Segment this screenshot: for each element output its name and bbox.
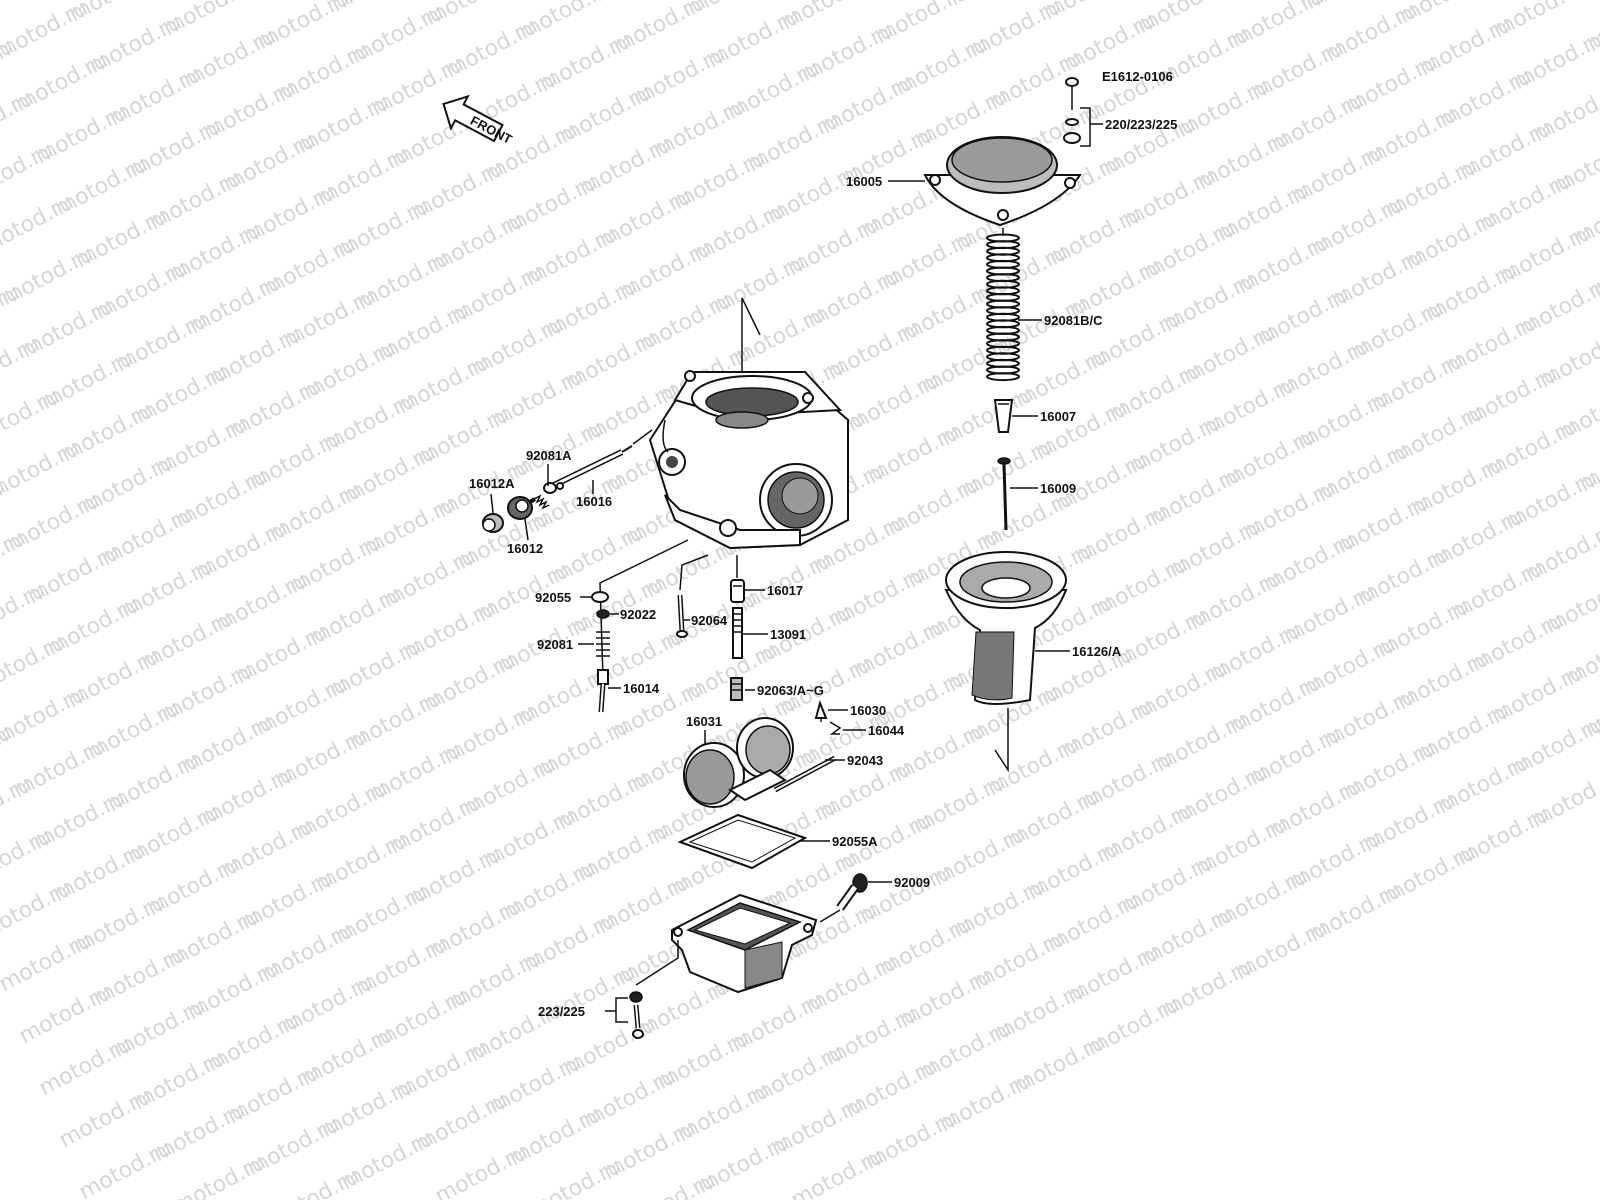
label-92055: 92055 bbox=[535, 590, 571, 605]
label-16009: 16009 bbox=[1040, 481, 1076, 496]
watermark-text: motod.ru bbox=[1555, 376, 1600, 445]
jet-icon bbox=[730, 579, 745, 603]
leader-220-223-225 bbox=[1080, 107, 1103, 147]
label-16030: 16030 bbox=[850, 703, 886, 718]
top-screw-icon bbox=[1063, 77, 1081, 144]
float-icon bbox=[683, 717, 837, 808]
label-16007: 16007 bbox=[1040, 409, 1076, 424]
label-92055a: 92055A bbox=[832, 834, 878, 849]
top-cover-icon bbox=[923, 136, 1082, 227]
needle-holder-icon bbox=[993, 399, 1014, 433]
bottom-screw-icon bbox=[629, 991, 644, 1039]
adjust-screw-icon bbox=[543, 445, 633, 494]
label-92081bc: 92081B/C bbox=[1044, 313, 1103, 328]
spring-coil bbox=[986, 372, 1020, 382]
label-92022: 92022 bbox=[620, 607, 656, 622]
washer-icon bbox=[596, 609, 610, 619]
watermark-text: motod.ru bbox=[159, 0, 260, 41]
gasket-icon bbox=[677, 813, 808, 870]
spring-icon bbox=[986, 233, 1020, 382]
vacuum-piston-icon bbox=[944, 551, 1068, 705]
label-16012: 16012 bbox=[507, 541, 543, 556]
watermark-text: motod.ru bbox=[1527, 764, 1600, 833]
screw-16012-icon bbox=[507, 496, 537, 520]
label-16044: 16044 bbox=[868, 723, 905, 738]
label-92081a: 92081A bbox=[526, 448, 572, 463]
axis-line-left bbox=[599, 539, 689, 679]
watermark-text: motod.ru bbox=[1549, 130, 1600, 199]
label-92043: 92043 bbox=[847, 753, 883, 768]
bowl-axis-line bbox=[635, 940, 679, 986]
label-16017: 16017 bbox=[767, 583, 803, 598]
watermark-text: motod.ru bbox=[1529, 78, 1600, 147]
float-valve-icon bbox=[814, 699, 828, 722]
label-220-223-225: 220/223/225 bbox=[1105, 117, 1177, 132]
float-bowl-icon bbox=[671, 893, 818, 994]
axis-line-piston bbox=[994, 708, 1009, 773]
axis-line-mid bbox=[679, 554, 709, 591]
drain-axis-line bbox=[819, 909, 841, 923]
watermark-text: motod.ru bbox=[1541, 570, 1600, 639]
jet-needle-icon bbox=[997, 457, 1011, 531]
watermark-text: motod.ru bbox=[1521, 518, 1600, 587]
label-16016: 16016 bbox=[576, 494, 612, 509]
small-spring-icon bbox=[596, 631, 610, 657]
leader-body-92081a bbox=[632, 429, 653, 445]
label-16014: 16014 bbox=[623, 681, 660, 696]
watermark-text: motod.ru bbox=[1535, 324, 1600, 393]
label-13091: 13091 bbox=[770, 627, 806, 642]
carburetor-body-icon bbox=[648, 370, 849, 550]
label-92009: 92009 bbox=[894, 875, 930, 890]
needle-jet-icon bbox=[732, 607, 743, 659]
label-92064: 92064 bbox=[691, 613, 728, 628]
front-arrow-icon: FRONT bbox=[442, 94, 515, 147]
watermark-text: motod.ru bbox=[1561, 622, 1600, 691]
label-16031: 16031 bbox=[686, 714, 722, 729]
label-223-225: 223/225 bbox=[538, 1004, 585, 1019]
spring-a-icon bbox=[533, 482, 564, 510]
main-jet-icon bbox=[730, 677, 743, 701]
oring-icon bbox=[591, 591, 609, 603]
pilot-screw-icon bbox=[597, 669, 609, 713]
label-92063: 92063/A~G bbox=[757, 683, 824, 698]
plug-icon bbox=[676, 594, 688, 638]
leader-16012 bbox=[524, 518, 529, 541]
label-92081: 92081 bbox=[537, 637, 573, 652]
leader-16012a bbox=[490, 493, 494, 514]
drain-screw-icon bbox=[836, 873, 868, 911]
label-16012a: 16012A bbox=[469, 476, 515, 491]
leader-223-225 bbox=[605, 997, 628, 1023]
clip-icon bbox=[829, 721, 842, 735]
diagram-code: E1612-0106 bbox=[1102, 69, 1173, 84]
watermark-text: motod.ru bbox=[1489, 0, 1590, 43]
watermark-text: motod.ru bbox=[1515, 272, 1600, 341]
cap-icon bbox=[482, 513, 504, 533]
label-16126a: 16126/A bbox=[1072, 644, 1122, 659]
label-16005: 16005 bbox=[846, 174, 882, 189]
